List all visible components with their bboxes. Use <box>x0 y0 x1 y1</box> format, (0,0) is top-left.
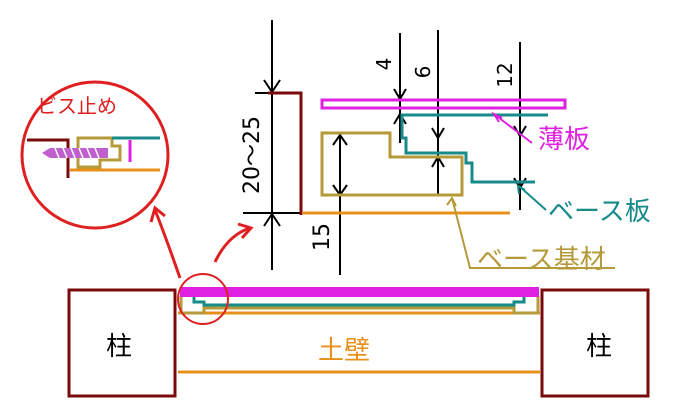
zoom-base-material <box>76 136 122 169</box>
leader-lines <box>446 111 615 269</box>
callout-small-circle <box>177 273 229 325</box>
panel-thin-board <box>180 287 539 297</box>
callout-large-circle <box>20 80 170 230</box>
label-pillar-right: 柱 <box>586 332 612 362</box>
detail-pillar-edge <box>268 91 303 215</box>
pillar-left <box>67 288 177 398</box>
dim-12-label: 12 <box>493 62 517 87</box>
label-pillar-left: 柱 <box>106 332 132 362</box>
dim-4-label: 4 <box>372 58 396 71</box>
label-base-material: ベース基材 <box>477 245 606 275</box>
label-base-board: ベース板 <box>548 197 651 227</box>
zoom-pillar-edge <box>27 138 70 178</box>
detail-base-board <box>400 113 548 184</box>
pillar-right <box>540 288 650 398</box>
label-screw-fix: ビス止め <box>37 94 117 118</box>
detail-thin-board <box>320 98 567 110</box>
dim-20-25-label: 20〜25 <box>240 116 265 194</box>
panel-base-board <box>192 297 526 307</box>
label-thin-board: 薄板 <box>538 125 590 155</box>
callout-arrows <box>149 205 254 279</box>
dim-15-label: 15 <box>310 223 335 251</box>
panel-base-material <box>179 296 540 315</box>
detail-base-material <box>320 131 464 197</box>
dim-6-label: 6 <box>411 66 435 79</box>
screw-icon <box>42 147 108 159</box>
label-earth-wall: 土壁 <box>318 336 370 366</box>
